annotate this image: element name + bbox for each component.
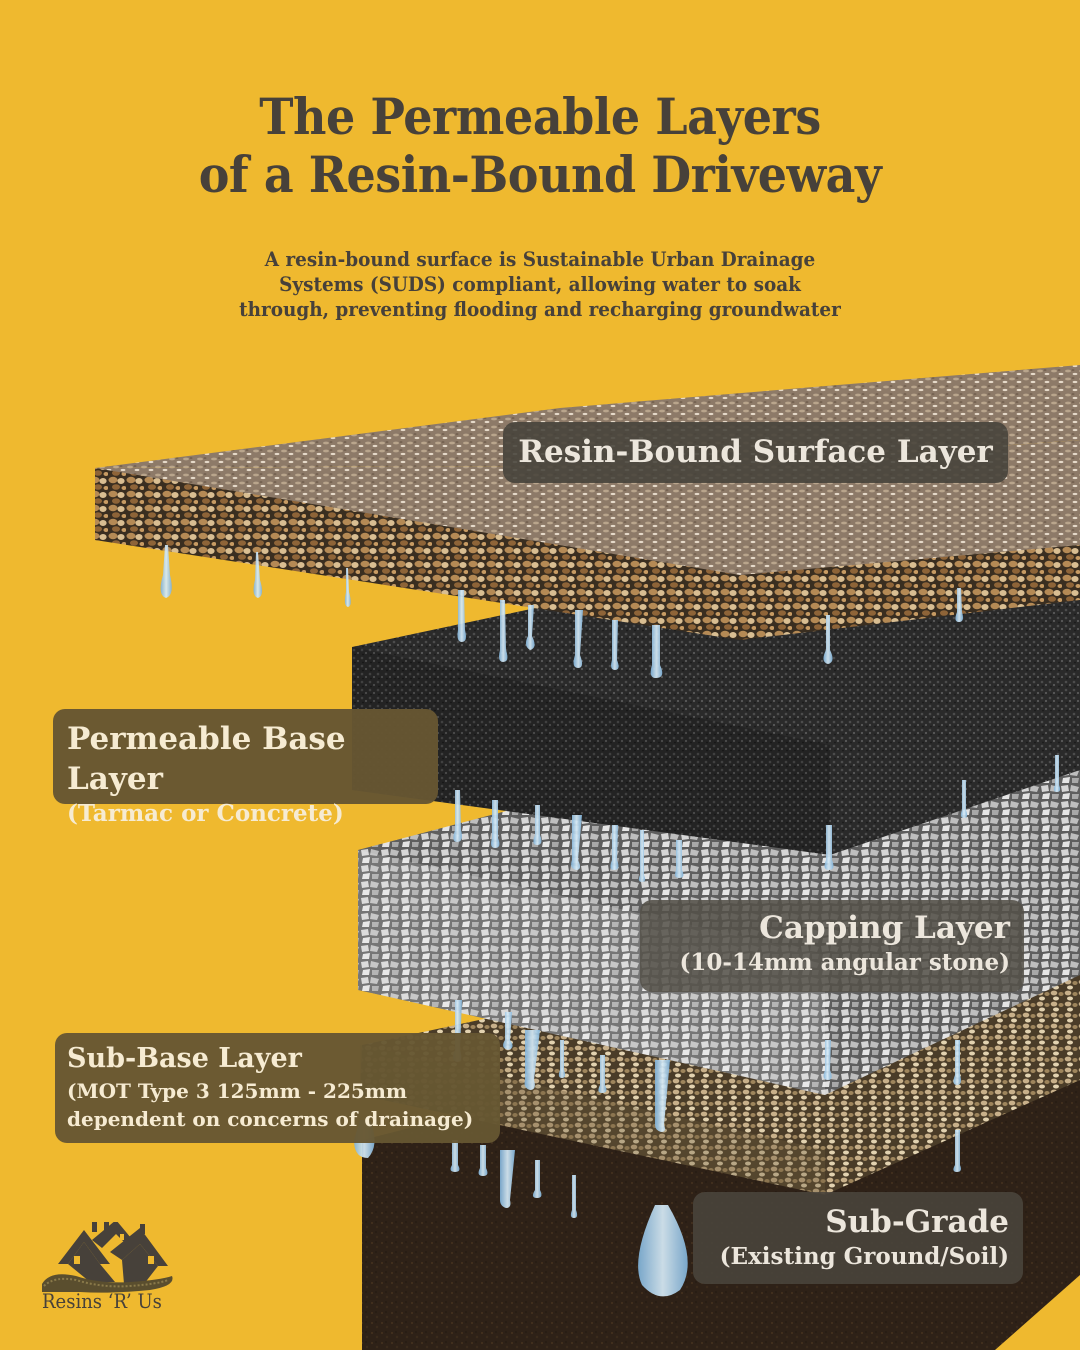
subtitle: A resin-bound surface is Sustainable Urb… xyxy=(43,247,1037,322)
subtitle-line-2: Systems (SUDS) compliant, allowing water… xyxy=(279,272,801,296)
label-resin-bound-surface-layer: Resin-Bound Surface Layer xyxy=(503,422,1008,483)
layer-name: Capping Layer xyxy=(759,910,1010,946)
label-capping-layer: Capping Layer (10-14mm angular stone) xyxy=(640,900,1024,992)
houses-with-driveway-icon xyxy=(42,1222,173,1293)
title-line-2: of a Resin-Bound Driveway xyxy=(198,145,882,204)
label-permeable-base-layer: Permeable Base Layer (Tarmac or Concrete… xyxy=(53,709,438,827)
layer-name: Sub-Grade xyxy=(825,1204,1009,1240)
resin-bound-surface-block xyxy=(95,365,1080,640)
brand-name: Resins ‘R’ Us xyxy=(42,1289,162,1313)
page-title: The Permeable Layers of a Resin-Bound Dr… xyxy=(43,88,1037,204)
title-line-1: The Permeable Layers xyxy=(259,87,821,146)
water-drip-icons xyxy=(160,545,1061,1297)
layer-name: Sub-Base Layer xyxy=(67,1043,302,1074)
subtitle-line-3: through, preventing flooding and recharg… xyxy=(239,297,841,321)
layer-name: Permeable Base Layer xyxy=(67,721,346,797)
layer-detail-line-1: (MOT Type 3 125mm - 225mm xyxy=(67,1079,408,1103)
layer-detail-line-2: dependent on concerns of drainage) xyxy=(67,1107,474,1131)
layer-detail: (10-14mm angular stone) xyxy=(679,949,1010,976)
layer-detail: (Existing Ground/Soil) xyxy=(719,1243,1009,1270)
subtitle-line-1: A resin-bound surface is Sustainable Urb… xyxy=(264,247,816,271)
label-sub-base-layer: Sub-Base Layer (MOT Type 3 125mm - 225mm… xyxy=(55,1033,500,1143)
permeable-base-layer-block xyxy=(352,590,1080,855)
layer-name: Resin-Bound Surface Layer xyxy=(518,434,993,470)
label-sub-grade: Sub-Grade (Existing Ground/Soil) xyxy=(693,1192,1023,1284)
layer-detail: (Tarmac or Concrete) xyxy=(67,800,344,827)
